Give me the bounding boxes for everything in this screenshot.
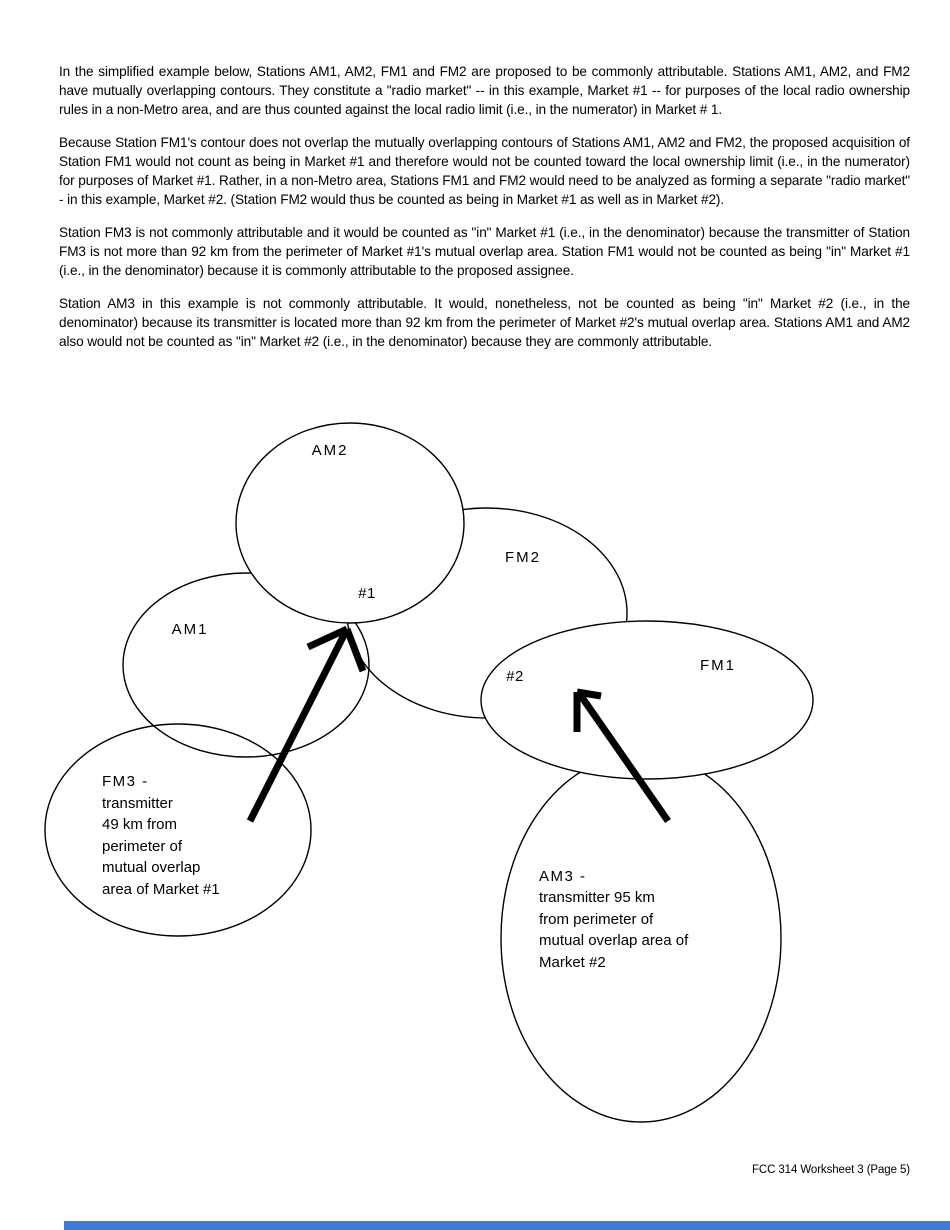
svg-text:transmitter: transmitter bbox=[102, 795, 173, 812]
svg-text:mutual overlap area of: mutual overlap area of bbox=[539, 932, 689, 949]
svg-text:perimeter of: perimeter of bbox=[102, 838, 183, 855]
fm3-caption: FM3 - transmitter 49 km from perimeter o… bbox=[102, 773, 220, 898]
svg-text:transmitter 95 km: transmitter 95 km bbox=[539, 889, 655, 906]
am2-label: AM2 bbox=[312, 442, 349, 459]
page-footer: FCC 314 Worksheet 3 (Page 5) bbox=[751, 1164, 910, 1176]
svg-text:mutual overlap: mutual overlap bbox=[102, 859, 200, 876]
svg-text:FM3 -: FM3 - bbox=[102, 773, 149, 790]
fm1-contour-ellipse bbox=[480, 620, 814, 780]
paragraph-2: Because Station FM1's contour does not o… bbox=[59, 135, 910, 207]
contour-diagram: AM2 FM2 AM1 FM1 #1 #2 FM3 - transmitter … bbox=[44, 422, 814, 1123]
body-text: In the simplified example below, Station… bbox=[59, 62, 910, 365]
am3-caption: AM3 - transmitter 95 km from perimeter o… bbox=[539, 868, 689, 971]
fm2-label: FM2 bbox=[505, 549, 541, 566]
svg-text:AM3 -: AM3 - bbox=[539, 868, 587, 885]
paragraph-1: In the simplified example below, Station… bbox=[59, 64, 910, 117]
market-2-marker: #2 bbox=[506, 668, 524, 685]
fm3-to-market1-arrow bbox=[246, 625, 367, 823]
svg-text:49 km from: 49 km from bbox=[102, 816, 177, 833]
fm3-contour-ellipse bbox=[44, 723, 312, 937]
svg-text:from perimeter of: from perimeter of bbox=[539, 911, 654, 928]
paragraph-3: Station FM3 is not commonly attributable… bbox=[59, 225, 910, 278]
market-1-marker: #1 bbox=[358, 585, 376, 602]
paragraph-4: Station AM3 in this example is not commo… bbox=[59, 296, 910, 349]
am2-contour-ellipse bbox=[235, 422, 465, 624]
svg-text:area of Market #1: area of Market #1 bbox=[102, 881, 220, 898]
am1-contour-ellipse bbox=[122, 572, 370, 758]
am1-label: AM1 bbox=[172, 621, 209, 638]
am3-to-market2-arrow bbox=[573, 688, 671, 823]
bottom-highlight-bar bbox=[64, 1221, 950, 1230]
svg-text:Market #2: Market #2 bbox=[539, 954, 606, 971]
fm1-label: FM1 bbox=[700, 657, 736, 674]
